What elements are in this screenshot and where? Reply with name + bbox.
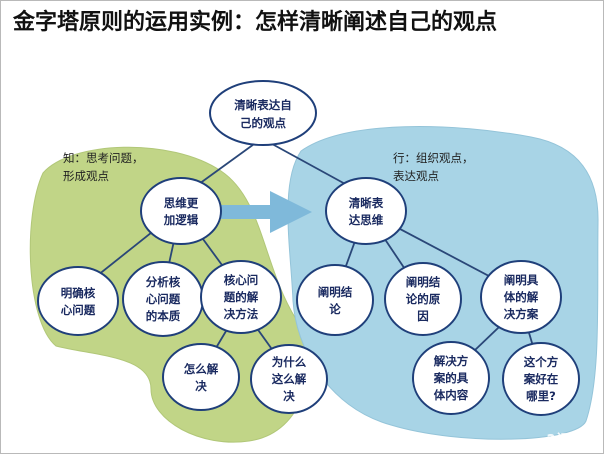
svg-text:体的解: 体的解 <box>504 290 539 304</box>
node-root: 清晰表达自 己的观点 <box>209 80 317 146</box>
svg-text:清晰表达自: 清晰表达自 <box>234 98 292 112</box>
svg-text:论的原: 论的原 <box>406 292 441 306</box>
svg-text:分析核: 分析核 <box>146 275 181 289</box>
svg-text:阐明具: 阐明具 <box>504 273 539 287</box>
svg-text:案的具: 案的具 <box>433 371 469 385</box>
know-area-label: 知：思考问题， 形成观点 <box>63 151 144 183</box>
node-why-solve: 为什么 这么解 决 <box>250 344 328 414</box>
svg-text:决方法: 决方法 <box>224 307 259 321</box>
svg-text:核心问: 核心问 <box>224 273 259 287</box>
node-state-conclusion: 阐明结 论 <box>296 264 374 336</box>
node-analyze-essence: 分析核 心问题 的本质 <box>122 261 204 337</box>
svg-text:清晰表: 清晰表 <box>349 196 384 210</box>
svg-text:解决方: 解决方 <box>434 354 469 368</box>
svg-text:己的观点: 己的观点 <box>240 116 286 130</box>
svg-text:表达观点: 表达观点 <box>393 169 439 183</box>
svg-text:因: 因 <box>417 309 429 323</box>
svg-text:这个方: 这个方 <box>524 355 559 369</box>
svg-text:为什么: 为什么 <box>272 355 307 369</box>
svg-text:怎么解: 怎么解 <box>184 362 219 376</box>
svg-text:决: 决 <box>195 379 207 393</box>
watermark: ?问·问 <box>546 431 595 449</box>
node-think-logically: 思维更 加逻辑 <box>140 177 222 245</box>
svg-text:的本质: 的本质 <box>146 309 181 323</box>
node-conclusion-reason: 阐明结 论的原 因 <box>384 262 462 336</box>
svg-text:决: 决 <box>283 389 295 403</box>
svg-text:知：思考问题，: 知：思考问题， <box>63 151 144 165</box>
node-core-problem: 明确核 心问题 <box>37 266 119 336</box>
svg-text:心问题: 心问题 <box>61 303 96 317</box>
node-specific-plan: 阐明具 体的解 决方案 <box>480 260 562 334</box>
svg-text:心问题: 心问题 <box>146 292 181 306</box>
act-area-label: 行：组织观点， 表达观点 <box>393 151 474 183</box>
node-express-thinking: 清晰表 达思维 <box>325 177 407 245</box>
node-solution-method: 核心问 题的解 决方法 <box>200 260 282 334</box>
svg-text:体内容: 体内容 <box>434 388 469 402</box>
node-plan-content: 解决方 案的具 体内容 <box>412 341 490 415</box>
svg-text:论: 论 <box>329 302 341 316</box>
svg-text:这么解: 这么解 <box>272 372 307 386</box>
svg-text:行：组织观点，: 行：组织观点， <box>393 151 474 165</box>
svg-text:明确核: 明确核 <box>61 286 96 300</box>
svg-text:加逻辑: 加逻辑 <box>163 213 199 227</box>
svg-text:阐明结: 阐明结 <box>406 275 441 289</box>
svg-text:阐明结: 阐明结 <box>318 285 353 299</box>
svg-text:题的解: 题的解 <box>224 290 259 304</box>
slide-title: 金字塔原则的运用实例：怎样清晰阐述自己的观点 <box>13 9 498 35</box>
svg-text:案好在: 案好在 <box>523 372 559 386</box>
svg-text:形成观点: 形成观点 <box>63 169 109 183</box>
svg-text:思维更: 思维更 <box>164 196 199 210</box>
svg-text:达思维: 达思维 <box>349 213 384 227</box>
svg-text:决方案: 决方案 <box>504 307 539 321</box>
node-how-solve: 怎么解 决 <box>162 343 240 411</box>
node-plan-good: 这个方 案好在 哪里? <box>502 342 580 416</box>
svg-text:哪里?: 哪里? <box>526 389 556 403</box>
